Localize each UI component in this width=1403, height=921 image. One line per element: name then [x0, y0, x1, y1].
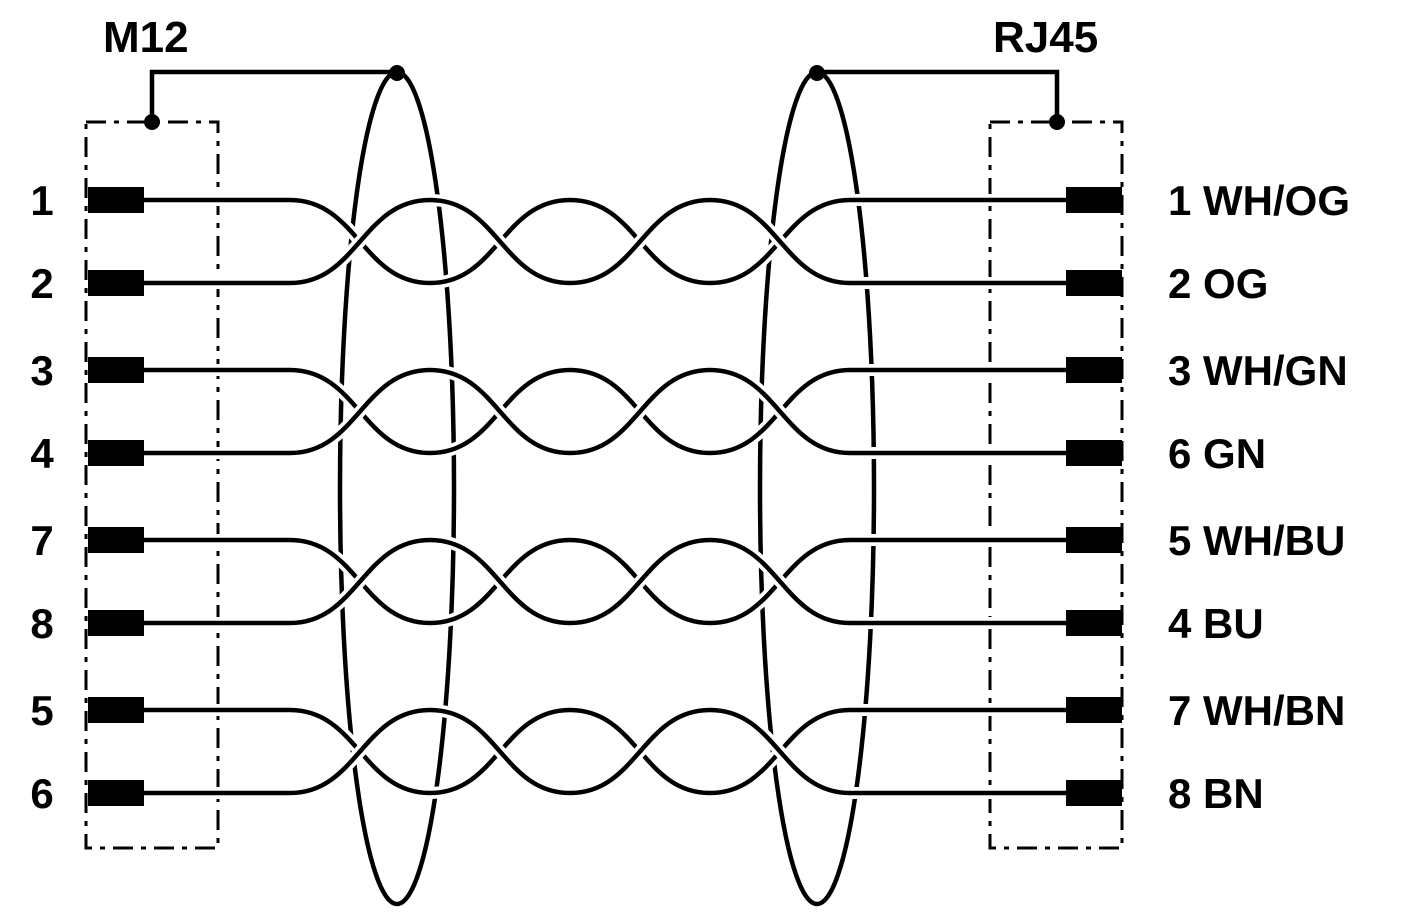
right-pin-label: 5 WH/BU	[1168, 517, 1345, 564]
twisted-pair-wire	[142, 367, 1068, 456]
left-pin-labels: 1 2 3 4 7 8 5 6	[30, 177, 54, 817]
right-pin	[1066, 270, 1122, 296]
twisted-pair-wire	[142, 537, 1068, 626]
right-pin-label: 3 WH/GN	[1168, 347, 1348, 394]
junction-dot	[144, 114, 160, 130]
left-pin	[88, 610, 144, 636]
left-connector-outline	[84, 120, 220, 850]
right-connector-pins	[1066, 187, 1122, 806]
twisted-pair-wire	[142, 197, 1068, 286]
left-pin-label: 1	[30, 177, 53, 224]
left-pin	[88, 697, 144, 723]
left-pin	[88, 780, 144, 806]
left-connector-title: M12	[103, 13, 189, 62]
right-pin	[1066, 440, 1122, 466]
left-pin-label: 7	[30, 517, 53, 564]
twisted-pair-wire	[142, 367, 1068, 456]
right-connector-title: RJ45	[993, 13, 1098, 62]
right-pin	[1066, 187, 1122, 213]
right-pin	[1066, 780, 1122, 806]
left-pin	[88, 270, 144, 296]
right-pin	[1066, 610, 1122, 636]
left-pin	[88, 357, 144, 383]
left-pin-label: 2	[30, 260, 53, 307]
left-pin-label: 3	[30, 347, 53, 394]
left-pin-label: 6	[30, 770, 53, 817]
right-pin-label: 6 GN	[1168, 430, 1266, 477]
junction-dot	[809, 65, 825, 81]
left-pin	[88, 527, 144, 553]
left-pin	[88, 187, 144, 213]
right-pin-labels: 1 WH/OG 2 OG 3 WH/GN 6 GN 5 WH/BU 4 BU 7…	[1168, 177, 1350, 817]
right-pin-label: 4 BU	[1168, 600, 1264, 647]
twisted-pair-wire	[142, 707, 1068, 796]
right-connector-outline	[988, 120, 1124, 850]
left-pin	[88, 440, 144, 466]
junction-dot	[389, 65, 405, 81]
twisted-pair-wire	[142, 707, 1068, 796]
right-pin	[1066, 357, 1122, 383]
left-pin-label: 5	[30, 687, 53, 734]
shield-connection-line-right	[817, 69, 1060, 122]
right-pin	[1066, 697, 1122, 723]
right-pin-label: 8 BN	[1168, 770, 1264, 817]
right-pin	[1066, 527, 1122, 553]
junction-dot	[1049, 114, 1065, 130]
shield-connection-line-left	[149, 69, 397, 122]
twisted-pair-wire	[142, 537, 1068, 626]
left-pin-label: 8	[30, 600, 53, 647]
right-pin-label: 7 WH/BN	[1168, 687, 1345, 734]
twisted-pair-wire	[142, 197, 1068, 286]
twisted-pair-wires	[142, 193, 1068, 800]
right-pin-label: 2 OG	[1168, 260, 1268, 307]
left-pin-label: 4	[30, 430, 54, 477]
left-connector-pins	[88, 187, 144, 806]
right-pin-label: 1 WH/OG	[1168, 177, 1350, 224]
